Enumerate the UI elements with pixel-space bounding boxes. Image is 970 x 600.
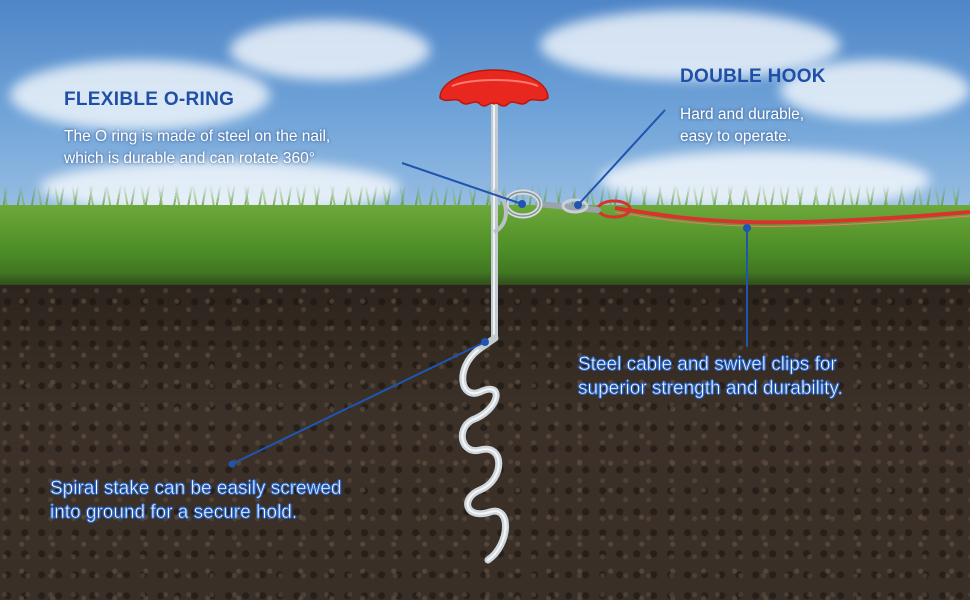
shaft-bracket [492, 188, 508, 234]
hook-description: Hard and durable, easy to operate. [680, 104, 804, 148]
red-t-handle [439, 69, 549, 107]
cable-description: Steel cable and swivel clips for superio… [578, 353, 843, 401]
spiral-desc-line-2: into ground for a secure hold. [50, 502, 298, 524]
oring-title: FLEXIBLE O-RING [64, 89, 235, 110]
double-hook [535, 201, 601, 213]
spiral-description: Spiral stake can be easily screwed into … [50, 477, 342, 525]
cloud [540, 10, 840, 80]
cable-desc-line-1: Steel cable and swivel clips for [578, 354, 837, 376]
leader-dot-cable [743, 224, 751, 232]
cable-desc-line-2: superior strength and durability. [578, 378, 843, 400]
spiral-desc-line-1: Spiral stake can be easily screwed [50, 478, 342, 500]
oring-desc-line-1: The O ring is made of steel on the nail, [64, 128, 331, 145]
cloud [780, 60, 970, 120]
leader-dot-spiral [481, 338, 489, 346]
oring-description: The O ring is made of steel on the nail,… [64, 126, 330, 170]
leader-line-hook [577, 109, 666, 206]
oring-desc-line-2: which is durable and can rotate 360° [64, 150, 315, 167]
soil-layer [0, 285, 970, 600]
hook-desc-line-1: Hard and durable, [680, 106, 805, 123]
swivel-clip [561, 198, 589, 214]
red-cable [614, 206, 970, 225]
hook-desc-line-2: easy to operate. [680, 128, 792, 145]
leader-dot-hook [574, 201, 582, 209]
leader-line-spiral [231, 341, 486, 465]
cloud [10, 60, 270, 130]
spiral-highlight [461, 349, 507, 561]
leader-end-spiral [228, 460, 236, 468]
stake-shaft-highlight [493, 100, 495, 340]
spiral-coil [458, 346, 509, 564]
cloud [230, 20, 430, 80]
leader-dot-oring [518, 200, 526, 208]
leader-line-oring [401, 162, 523, 205]
handle-highlight [451, 79, 539, 87]
hook-title: DOUBLE HOOK [680, 66, 826, 87]
